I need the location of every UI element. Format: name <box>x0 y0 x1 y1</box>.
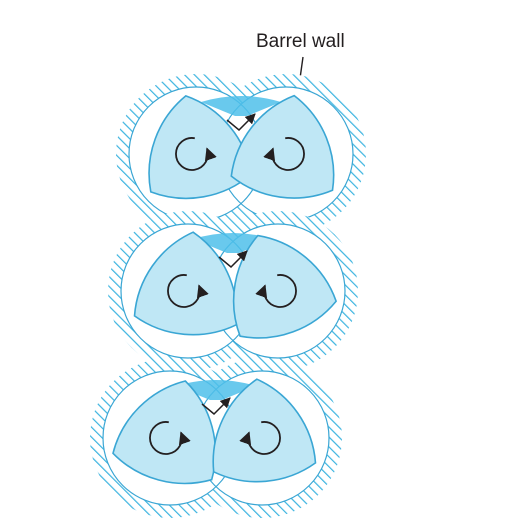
kneading-element-right <box>232 234 338 339</box>
kneading-element-left <box>112 380 217 485</box>
melt-clearance-region <box>193 233 273 253</box>
material-flow-arrow-icon <box>226 113 256 132</box>
barrel-wall-label: Barrel wall <box>256 31 345 52</box>
kneading-element-left <box>148 94 253 200</box>
clockwise-rotation-arrow-icon <box>263 137 305 171</box>
stages-group <box>90 74 366 518</box>
counterclockwise-rotation-arrow-icon <box>149 421 191 455</box>
material-flow-arrow-icon <box>201 397 231 416</box>
kneading-element-right <box>212 378 317 483</box>
melt-clearance-region <box>201 96 281 116</box>
counterclockwise-rotation-arrow-icon <box>175 137 217 171</box>
kneading-stage <box>116 74 366 234</box>
clockwise-rotation-arrow-icon <box>239 421 281 455</box>
kneading-stage <box>108 211 358 371</box>
kneading-stage <box>90 358 342 518</box>
counterclockwise-rotation-arrow-icon <box>167 274 209 308</box>
melt-clearance-region <box>176 380 256 400</box>
clockwise-rotation-arrow-icon <box>255 274 297 308</box>
material-flow-arrow-icon <box>218 250 248 269</box>
kneading-element-left <box>133 231 238 336</box>
kneading-element-right <box>230 94 335 199</box>
